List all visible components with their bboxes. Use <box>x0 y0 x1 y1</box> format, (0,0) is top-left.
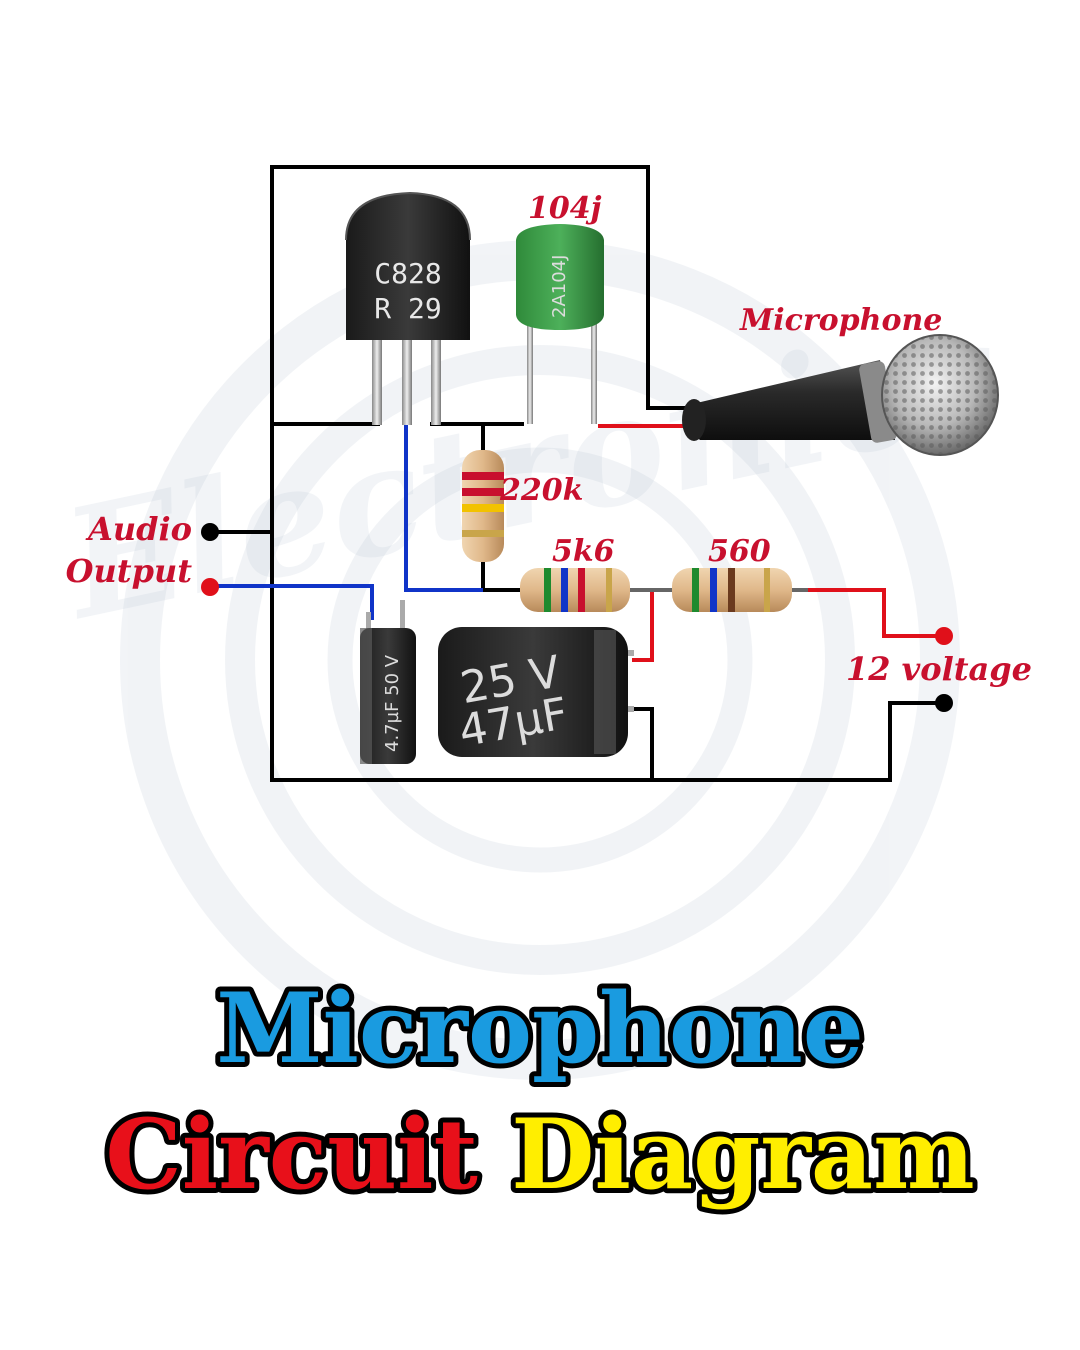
capacitor-4-7uf: 4.7µF 50 V <box>360 600 416 764</box>
audio-terminal-black <box>201 523 219 541</box>
transistor-marking-line2: R 29 <box>374 292 441 325</box>
supply-terminal-ground <box>935 694 953 712</box>
wires-blue <box>212 424 483 620</box>
film-capacitor-104j: 2A104J <box>516 224 604 424</box>
label-output: Output <box>66 552 193 590</box>
title-line2: Circuit Diagram <box>105 1098 974 1211</box>
label-560: 560 <box>708 534 771 569</box>
capacitor-4-7uf-marking: 4.7µF 50 V <box>382 654 403 752</box>
transistor-marking-line1: C828 <box>374 257 441 290</box>
resistor-5k6 <box>520 568 630 612</box>
title-line1: Microphone <box>216 972 864 1085</box>
label-5k6: 5k6 <box>552 534 615 569</box>
wires-red <box>598 424 943 662</box>
title-diagram: Diagram <box>511 1098 974 1211</box>
supply-terminal-positive <box>935 627 953 645</box>
microphone-icon <box>682 334 999 456</box>
transistor-c828: C828 R 29 <box>345 191 471 425</box>
resistor-220k <box>462 450 504 562</box>
title-circuit: Circuit <box>105 1098 478 1211</box>
label-104j: 104j <box>528 191 602 226</box>
label-microphone: Microphone <box>739 303 942 338</box>
label-220k: 220k <box>499 473 583 508</box>
label-12-voltage: 12 voltage <box>846 650 1032 688</box>
audio-terminal-red <box>201 578 219 596</box>
capacitor-47uf: 25 V 47µF <box>438 627 634 757</box>
film-capacitor-marking: 2A104J <box>549 255 570 318</box>
resistor-560 <box>630 568 808 612</box>
label-audio: Audio <box>85 510 192 548</box>
